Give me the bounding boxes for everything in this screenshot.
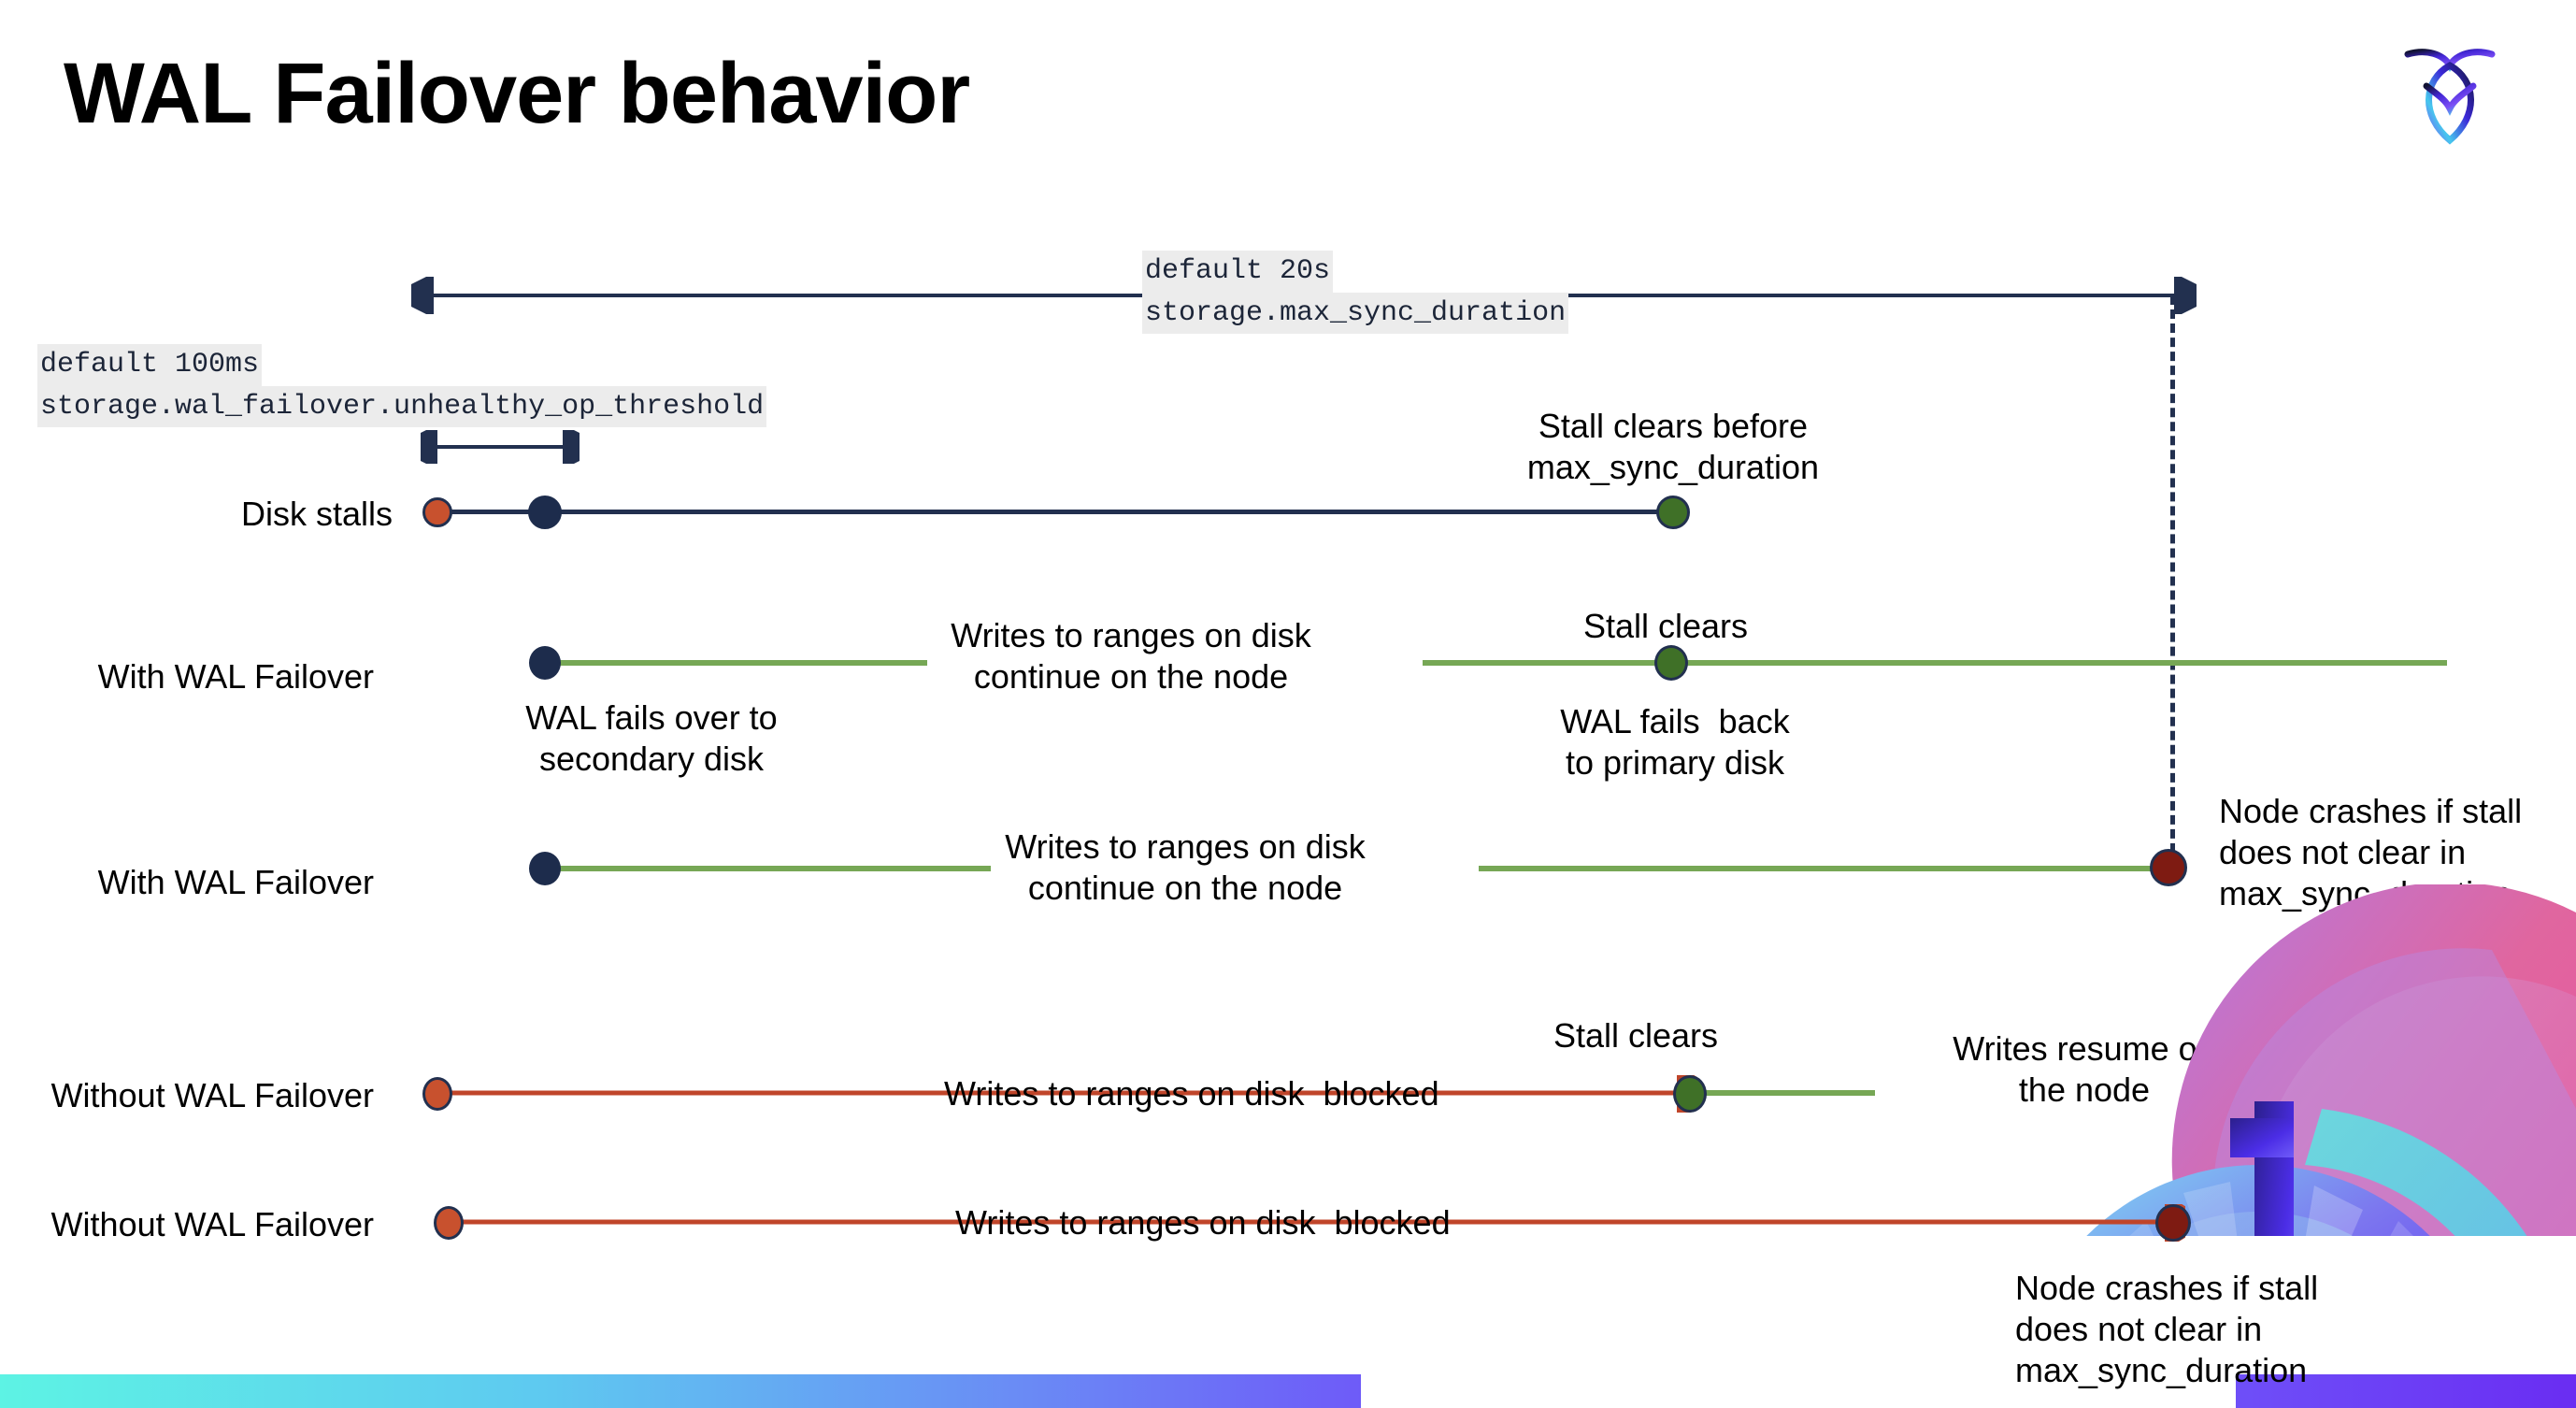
note-writes-continue-row3: Writes to ranges on disk continue on the…: [1005, 827, 1366, 907]
note-wal-fails-over-secondary: WAL fails over to secondary disk: [525, 698, 778, 778]
unhealthy-op-threshold-span-arrow: [421, 430, 580, 464]
max-sync-duration-guide-line: [2170, 295, 2175, 881]
row-label-with-wal-failover-2: With WAL Failover: [97, 863, 374, 901]
wal-failover-start-dot-row3: [529, 852, 561, 885]
with-wal-failover-2-segment-a: [544, 866, 991, 871]
node-crash-dot-row5: [2155, 1204, 2191, 1242]
row-label-without-wal-failover-2: Without WAL Failover: [50, 1205, 374, 1243]
cockroachdb-logo-icon: [2395, 30, 2505, 148]
stall-clears-dot-row2: [1654, 645, 1688, 681]
note-writes-blocked-row5: Writes to ranges on disk blocked: [955, 1203, 1451, 1242]
unhealthy-op-threshold-annotation: default 100ms storage.wal_failover.unhea…: [37, 344, 767, 428]
row-label-without-wal-failover-1: Without WAL Failover: [50, 1076, 374, 1114]
note-node-crashes-row5: Node crashes if stall does not clear in …: [2015, 1269, 2319, 1389]
note-writes-resume: Writes resume on the node: [1953, 1029, 2216, 1109]
disk-stalls-timeline: [436, 510, 1679, 514]
unhealthy-op-threshold-setting: storage.wal_failover.unhealthy_op_thresh…: [37, 385, 767, 428]
bottom-accent-bar-right: [2236, 1374, 2576, 1408]
without-wal-failover-2-blocked-arrow: [456, 1204, 2185, 1242]
page-title: WAL Failover behavior: [64, 46, 970, 141]
note-stall-clears-before-max-sync: Stall clears before max_sync_duration: [1526, 407, 1820, 486]
without-wal-failover-1-blocked-arrow: [447, 1075, 1697, 1113]
without-wal-failover-1-resume-segment-2: [2283, 1090, 2447, 1096]
max-sync-duration-annotation: default 20s storage.max_sync_duration: [1142, 251, 1569, 335]
wal-failover-trigger-dot: [528, 496, 562, 529]
without-wal-failover-2-start-dot: [434, 1206, 464, 1240]
without-wal-failover-1-resume-segment: [1688, 1090, 1875, 1096]
without-wal-failover-1-stall-clear-dot: [1673, 1075, 1707, 1113]
note-wal-fails-back-primary: WAL fails back to primary disk: [1560, 702, 1790, 782]
max-sync-duration-default: default 20s: [1142, 251, 1334, 293]
node-crash-dot-row3: [2150, 849, 2187, 886]
note-writes-blocked-row4: Writes to ranges on disk blocked: [944, 1074, 1439, 1113]
wal-failover-start-dot-row2: [529, 646, 561, 680]
disk-stall-clear-dot: [1656, 496, 1690, 529]
without-wal-failover-1-start-dot: [422, 1077, 452, 1111]
note-writes-continue-row2: Writes to ranges on disk continue on the…: [951, 616, 1311, 696]
note-stall-clears-row4: Stall clears: [1553, 1016, 1719, 1055]
note-node-crashes-row3: Node crashes if stall does not clear in …: [2219, 792, 2523, 912]
disk-stall-start-dot: [422, 497, 452, 527]
with-wal-failover-1-segment-b: [1423, 660, 2447, 666]
bottom-accent-bar-left: [0, 1374, 1361, 1408]
with-wal-failover-1-segment-a: [544, 660, 927, 666]
note-stall-clears-row2: Stall clears: [1582, 607, 1749, 645]
max-sync-duration-setting: storage.max_sync_duration: [1142, 292, 1569, 335]
row-label-with-wal-failover-1: With WAL Failover: [97, 657, 374, 696]
with-wal-failover-2-segment-b: [1479, 866, 2180, 871]
row-label-disk-stalls: Disk stalls: [240, 495, 393, 533]
unhealthy-op-threshold-default: default 100ms: [37, 344, 263, 386]
